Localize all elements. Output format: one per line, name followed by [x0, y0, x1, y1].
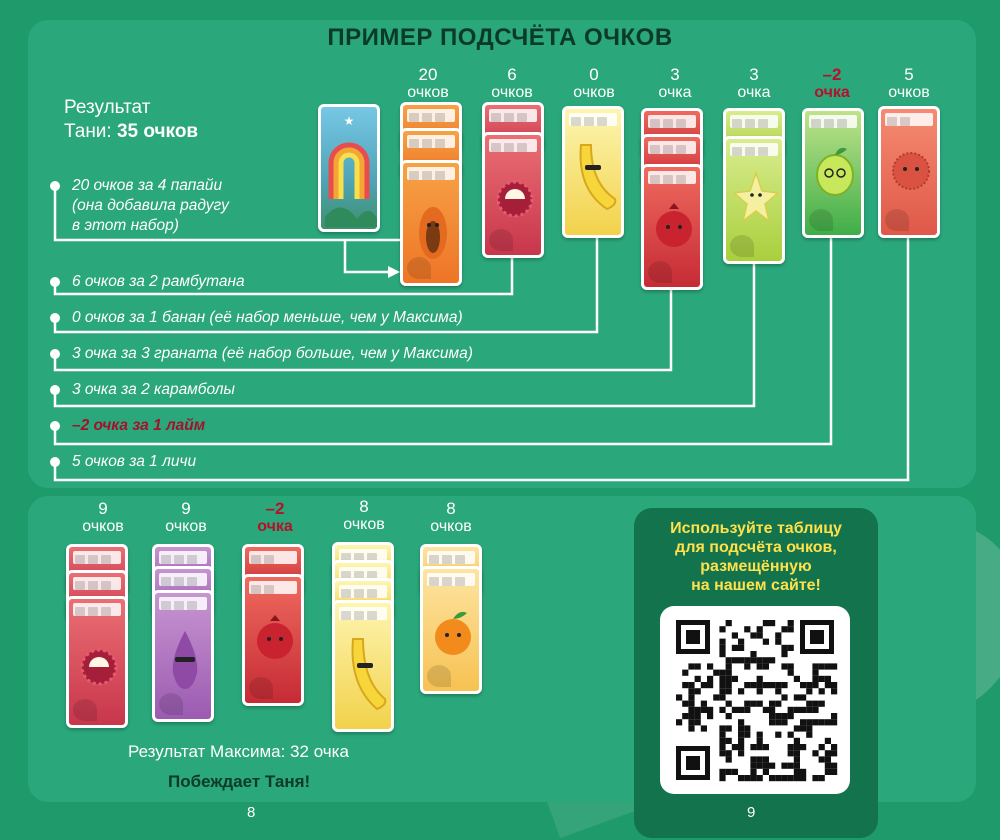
rainbow-icon: ★ — [325, 114, 377, 227]
rambutan-card — [66, 596, 128, 728]
rambutan-card — [482, 132, 544, 258]
pomegranate-card — [242, 574, 304, 706]
winner-text: Побеждает Таня! — [168, 772, 311, 791]
score-line-pomegranate: 3 очка за 3 граната (её набор больше, че… — [72, 345, 473, 362]
lychee-icon — [892, 152, 930, 190]
score-line-papaya-3: в этот набор) — [72, 217, 179, 234]
qr-code-icon — [676, 620, 838, 782]
arrow-right-icon — [388, 266, 400, 278]
score-line-papaya-1: 20 очков за 4 папайи — [72, 177, 223, 194]
banana-icon — [351, 638, 387, 711]
rambutan-icon — [80, 648, 118, 686]
score-line-rambutan: 6 очков за 2 рамбутана — [72, 273, 245, 290]
carambola-card — [723, 136, 785, 264]
banana-icon — [579, 144, 617, 211]
score-line-carambola: 3 очка за 2 карамболы — [72, 381, 235, 398]
rainbow-card: ★ — [318, 104, 380, 232]
tanya-result-score: 35 очков — [116, 121, 199, 142]
tanya-result-name: Тани: — [64, 121, 117, 142]
fig-icon — [172, 631, 198, 689]
maxim-result: Результат Максима: 32 очка — [128, 742, 349, 761]
page-number-right: 9 — [747, 804, 756, 821]
qr-code[interactable] — [660, 606, 850, 794]
qr-instructions: Используйте таблицу для подсчёта очков, … — [670, 520, 842, 594]
banana-card — [562, 106, 624, 238]
carambola-icon — [734, 170, 778, 223]
score-line-papaya-2: (она добавила радугу — [72, 197, 229, 214]
papaya-card — [400, 160, 462, 286]
pomegranate-icon — [257, 615, 293, 659]
tanya-result-label: Результат — [64, 97, 151, 118]
score-line-lychee: 5 очков за 1 личи — [72, 453, 197, 470]
lime-card — [802, 108, 864, 238]
lychee-card — [878, 106, 940, 238]
page-title: ПРИМЕР ПОДСЧЁТА ОЧКОВ — [327, 24, 673, 51]
papaya-icon — [419, 207, 447, 259]
score-line-lime: –2 очка за 1 лайм — [72, 417, 206, 434]
tanya-result: Результат Тани: 35 очков — [64, 96, 198, 144]
lime-icon — [816, 147, 854, 196]
pomegranate-icon — [656, 203, 692, 247]
orange-card — [420, 566, 482, 694]
rambutan-icon — [496, 180, 534, 218]
score-line-banana: 0 очков за 1 банан (её набор меньше, чем… — [72, 309, 463, 326]
banana-card — [332, 600, 394, 732]
orange-icon — [435, 611, 471, 655]
svg-text:★: ★ — [344, 114, 355, 128]
page-number-left: 8 — [247, 804, 256, 821]
fig-card — [152, 590, 214, 722]
pomegranate-card — [641, 164, 703, 290]
